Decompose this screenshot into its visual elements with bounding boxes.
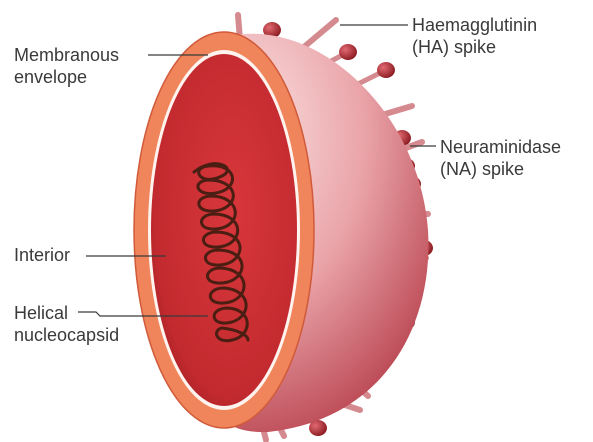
label-interior-line1: Interior — [14, 244, 70, 266]
label-neuraminidase-line2: (NA) spike — [440, 158, 561, 180]
na-spike-head-4 — [377, 62, 395, 78]
label-helical-nucleocapsid-line2: nucleocapsid — [14, 324, 119, 346]
label-helical-nucleocapsid-line1: Helical — [14, 302, 119, 324]
label-neuraminidase: Neuraminidase (NA) spike — [440, 136, 561, 180]
label-haemagglutinin: Haemagglutinin (HA) spike — [412, 14, 537, 58]
label-helical-nucleocapsid: Helical nucleocapsid — [14, 302, 119, 346]
label-haemagglutinin-line2: (HA) spike — [412, 36, 537, 58]
label-membranous-envelope: Membranous envelope — [14, 44, 119, 88]
label-haemagglutinin-line1: Haemagglutinin — [412, 14, 537, 36]
label-membranous-envelope-line1: Membranous — [14, 44, 119, 66]
na-spike-head-3 — [339, 44, 357, 60]
label-interior: Interior — [14, 244, 70, 266]
label-neuraminidase-line1: Neuraminidase — [440, 136, 561, 158]
virion-interior — [151, 54, 297, 406]
label-membranous-envelope-line2: envelope — [14, 66, 119, 88]
